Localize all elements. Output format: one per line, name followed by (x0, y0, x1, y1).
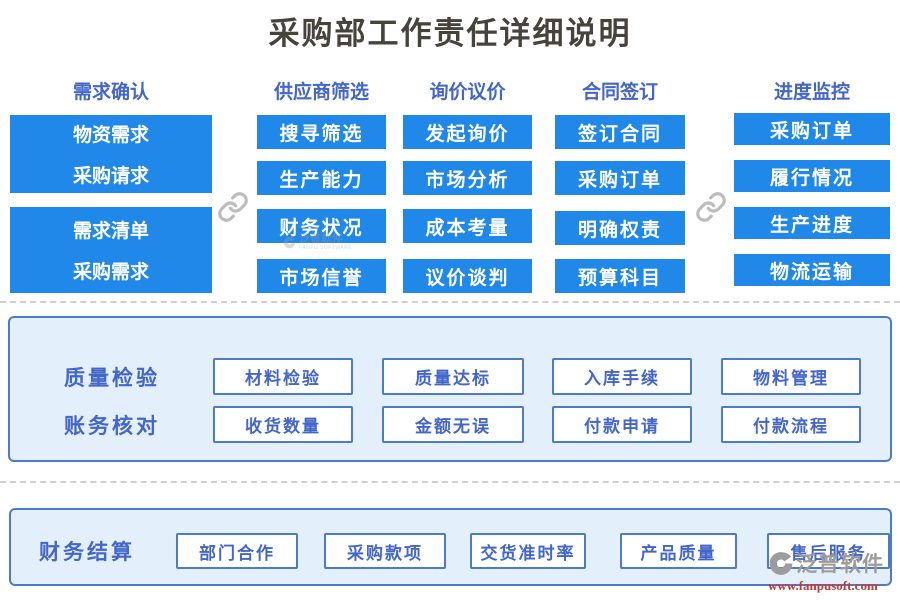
divider (0, 481, 900, 483)
column-header-demand-confirmation: 需求确认 (72, 82, 149, 103)
check-button-material-inspection[interactable]: 材料检验 (213, 358, 353, 395)
fanpu-logo-icon (769, 551, 793, 575)
finance-button-product-quality[interactable]: 产品质量 (620, 533, 737, 569)
column-header-supplier-screening: 供应商筛选 (273, 82, 369, 103)
column-header-contract-signing: 合同签订 (581, 82, 658, 103)
column-header-inquiry-bargaining: 询价议价 (429, 82, 506, 103)
finance-settlement-label: 财务结算 (39, 541, 135, 564)
column-header-progress-monitoring: 进度监控 (773, 82, 850, 103)
link-icon (695, 191, 727, 223)
block-line: 采购请求 (72, 166, 149, 187)
step-button-logistics-transport[interactable]: 物流运输 (734, 254, 890, 286)
step-button-price-negotiation[interactable]: 议价谈判 (403, 259, 532, 293)
watermark-brand: 泛普软件 (796, 553, 884, 576)
quality-inspection-label: 质量检验 (64, 367, 160, 390)
page-title: 采购部工作责任详细说明 (268, 16, 632, 51)
divider (0, 301, 900, 303)
step-button-market-reputation[interactable]: 市场信誉 (257, 259, 386, 293)
check-button-amount-correct[interactable]: 金额无误 (382, 406, 524, 443)
watermark-url: www.fanpusoft.com (768, 578, 878, 593)
step-button-purchase-order[interactable]: 采购订单 (555, 161, 685, 195)
watermark-sub-small: FANPU SOFTWARE (299, 245, 353, 251)
step-button-performance-status[interactable]: 履行情况 (734, 160, 890, 192)
finance-button-department-cooperation[interactable]: 部门合作 (176, 533, 298, 569)
step-button-production-progress[interactable]: 生产进度 (734, 207, 890, 239)
fanpu-logo-icon (283, 236, 296, 249)
account-check-label: 账务核对 (64, 415, 160, 438)
check-button-received-quantity[interactable]: 收货数量 (213, 406, 353, 443)
demand-block-material-request[interactable]: 物资需求 采购请求 (10, 115, 212, 193)
step-button-financial-status[interactable]: 财务状况 (257, 209, 386, 243)
step-button-cost-consideration[interactable]: 成本考量 (403, 209, 532, 243)
finance-settlement-panel: 财务结算 部门合作 采购款项 交货准时率 产品质量 售后服务 (9, 508, 892, 586)
step-button-initiate-inquiry[interactable]: 发起询价 (403, 115, 532, 149)
step-button-sign-contract[interactable]: 签订合同 (555, 115, 685, 149)
check-button-payment-process[interactable]: 付款流程 (721, 406, 861, 443)
fanpu-watermark-small: 泛普软件 FANPU SOFTWARE (283, 234, 352, 251)
demand-block-demand-list[interactable]: 需求清单 采购需求 (10, 207, 212, 293)
step-button-budget-account[interactable]: 预算科目 (555, 259, 685, 293)
finance-button-purchase-funds[interactable]: 采购款项 (324, 533, 446, 569)
check-button-material-management[interactable]: 物料管理 (721, 358, 861, 395)
step-button-purchase-order-monitor[interactable]: 采购订单 (734, 113, 890, 145)
step-button-clarify-responsibility[interactable]: 明确权责 (555, 211, 685, 245)
quality-account-panel: 质量检验 材料检验 质量达标 入库手续 物料管理 账务核对 收货数量 金额无误 … (8, 316, 892, 462)
step-button-search-screen[interactable]: 搜寻筛选 (257, 115, 386, 149)
step-button-market-analysis[interactable]: 市场分析 (403, 161, 532, 195)
fanpu-watermark: 泛普软件 www.fanpusoft.com (768, 548, 898, 594)
check-button-warehouse-procedure[interactable]: 入库手续 (552, 358, 692, 395)
link-icon (217, 191, 249, 223)
block-line: 需求清单 (72, 221, 149, 242)
block-line: 采购需求 (72, 262, 149, 283)
watermark-brand-small: 泛普软件 (299, 233, 343, 245)
finance-button-on-time-delivery-rate[interactable]: 交货准时率 (470, 533, 586, 569)
step-button-production-capacity[interactable]: 生产能力 (257, 161, 386, 195)
check-button-payment-request[interactable]: 付款申请 (552, 406, 692, 443)
block-line: 物资需求 (72, 125, 149, 146)
check-button-quality-standard[interactable]: 质量达标 (382, 358, 524, 395)
